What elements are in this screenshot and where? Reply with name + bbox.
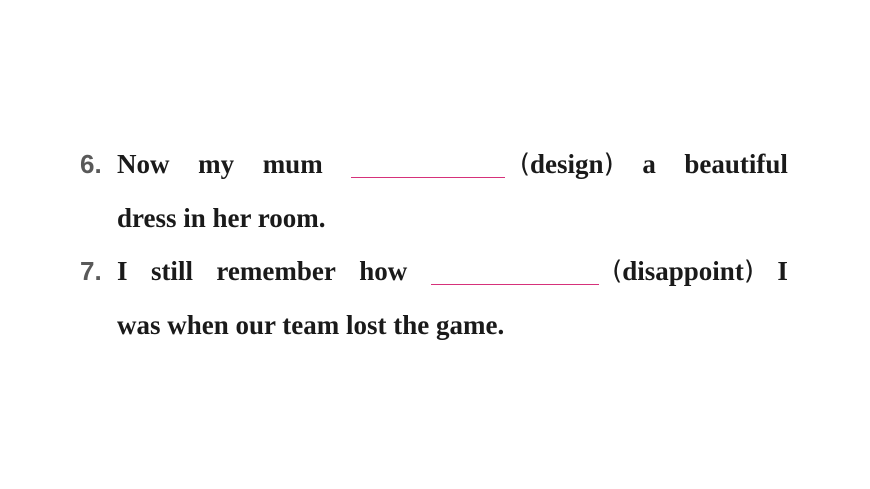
word: mum xyxy=(262,148,323,179)
word: my xyxy=(198,148,235,179)
sentence-continuation: dress in her room. xyxy=(117,202,326,233)
sentence-continuation: was when our team lost the game. xyxy=(117,309,505,340)
question-6-line-2: dress in her room. xyxy=(117,198,788,238)
answer-blank-7[interactable] xyxy=(430,258,599,285)
paren-open: ( xyxy=(519,149,531,179)
word: still xyxy=(150,255,193,286)
word: remember xyxy=(216,255,336,286)
word: beautiful xyxy=(684,148,788,179)
word: Now xyxy=(117,148,170,179)
question-6-line-1: Now my mum ( design ) a beautiful xyxy=(117,144,788,184)
hint-word: design xyxy=(530,148,604,179)
paren-close: ) xyxy=(603,149,614,179)
word: I xyxy=(777,255,788,286)
paren-close: ) xyxy=(743,256,754,286)
question-7-line-2: was when our team lost the game. xyxy=(117,305,788,345)
word: I xyxy=(117,255,128,286)
question-number-6: 6. xyxy=(80,148,102,179)
word: how xyxy=(359,255,408,286)
answer-blank-6[interactable] xyxy=(351,151,506,178)
word: a xyxy=(642,148,656,179)
question-7-line-1: I still remember how ( disappoint ) I xyxy=(117,251,788,291)
question-number-7: 7. xyxy=(80,255,102,286)
hint-disappoint: ( disappoint ) xyxy=(612,256,754,287)
hint-word: disappoint xyxy=(622,255,744,286)
hint-design: ( design ) xyxy=(520,149,614,180)
paren-open: ( xyxy=(612,256,623,286)
